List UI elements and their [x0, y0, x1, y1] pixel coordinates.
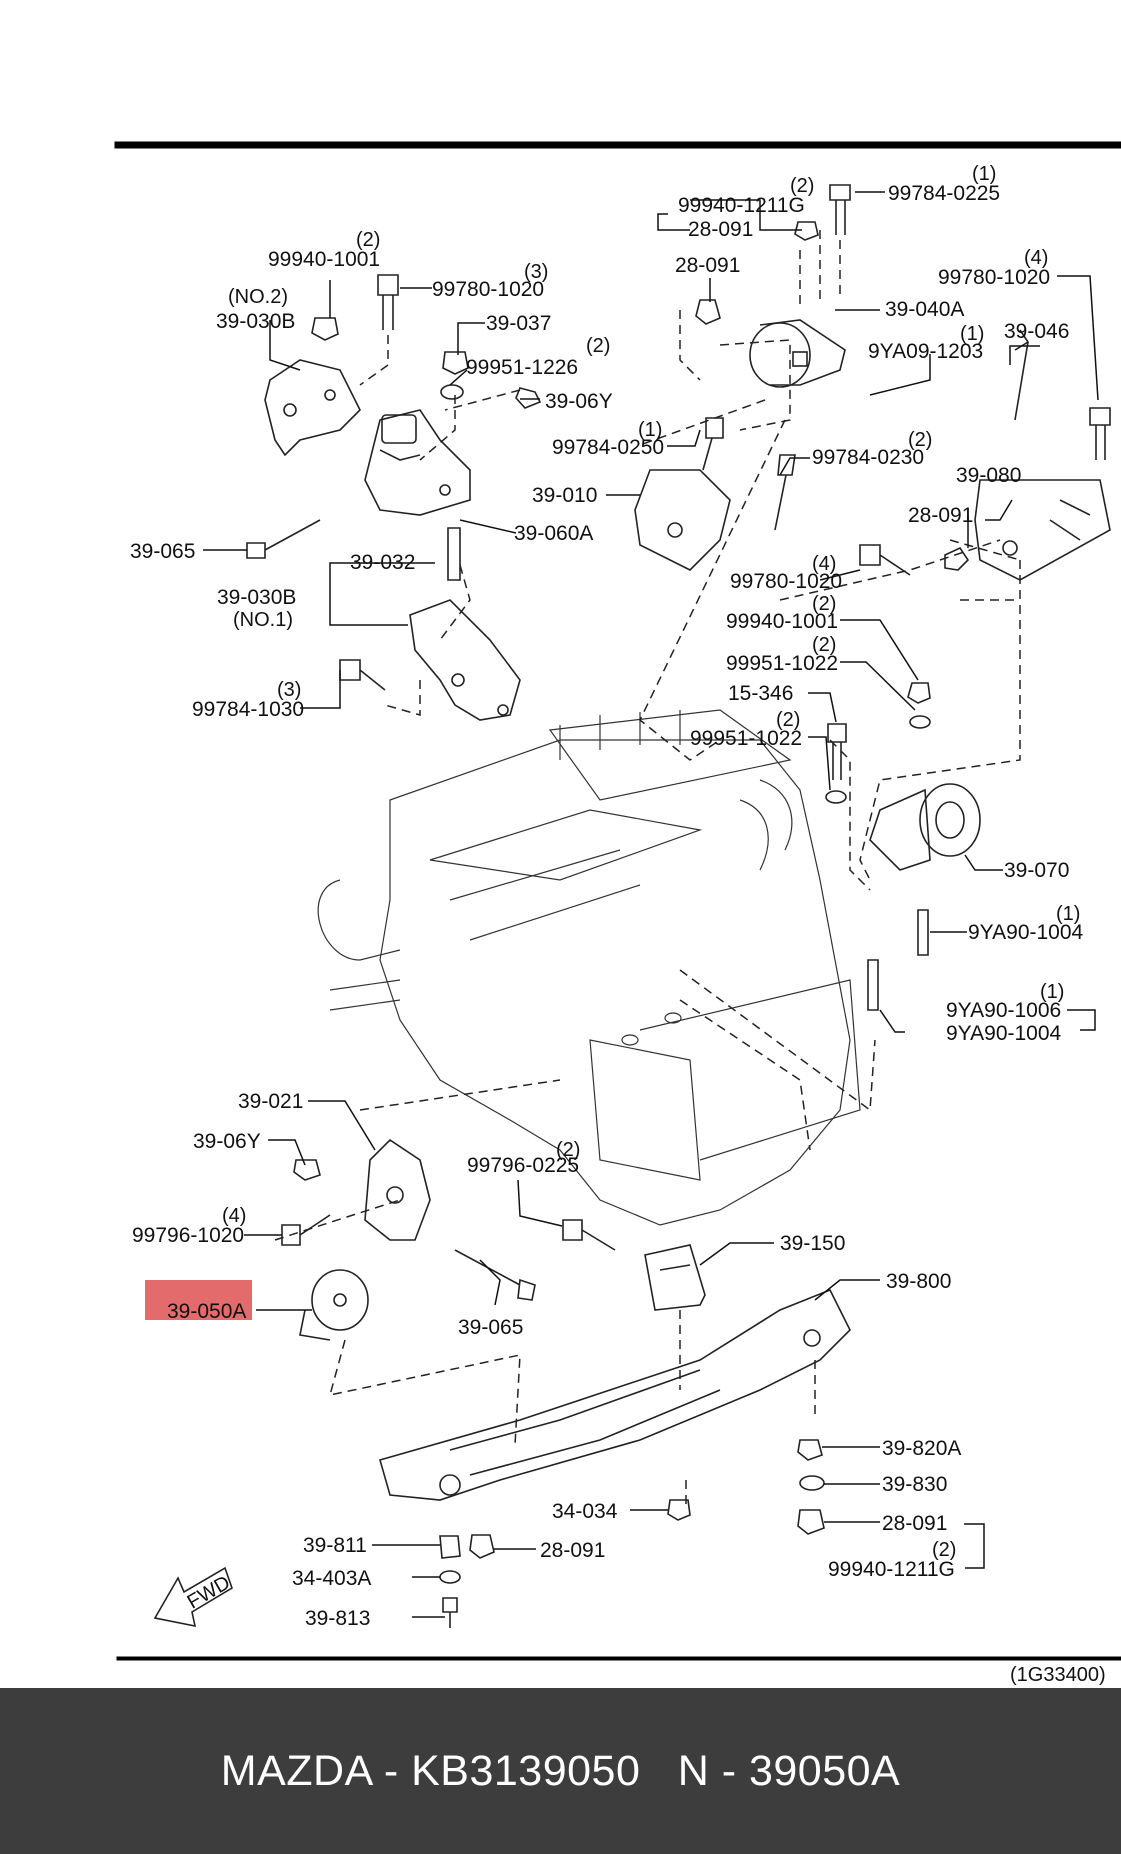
part-label: 39-065: [130, 540, 195, 563]
quantity-label: (2): [586, 335, 610, 357]
part-label: 34-034: [552, 1500, 618, 1523]
quantity-label: (1): [960, 323, 984, 345]
part-label: 99940-1211G: [678, 194, 805, 217]
part-label: 99951-1226: [466, 356, 578, 379]
bracket-39-150: [644, 1244, 706, 1311]
part-label: (NO.1): [233, 609, 293, 631]
part-label: 9YA90-1004: [946, 1022, 1062, 1045]
mount-39-080: [974, 479, 1111, 581]
part-label: 39-030B: [217, 586, 296, 609]
part-label: 34-403A: [292, 1567, 371, 1590]
part-label: 39-046: [1004, 320, 1069, 343]
part-label: 39-037: [486, 312, 551, 335]
part-label: 39-030B: [216, 310, 295, 333]
footer-banner: MAZDA - KB3139050 N - 39050A: [0, 1688, 1121, 1854]
leader-lines: [203, 191, 1099, 1618]
part-label: 28-091: [908, 504, 973, 527]
fasteners: [246, 184, 1111, 1628]
part-label: 39-150: [780, 1232, 845, 1255]
part-label: 39-06Y: [545, 390, 613, 413]
part-label: 39-800: [886, 1270, 951, 1293]
mount-39-010: [634, 469, 731, 571]
parts-diagram: FWD: [114, 141, 1121, 1686]
part-label: 99784-0230: [812, 446, 924, 469]
part-label: (NO.2): [228, 286, 288, 308]
part-number-caption: MAZDA - KB3139050 N - 39050A: [220, 1746, 901, 1795]
mount-39-040A: [749, 319, 846, 388]
part-label: 28-091: [540, 1539, 605, 1562]
bottom-rule: [116, 1656, 1121, 1661]
part-label: 39-060A: [514, 522, 593, 545]
part-label: 99780-1020: [432, 278, 544, 301]
part-label: 99780-1020: [938, 266, 1050, 289]
quantity-label: (2): [932, 1539, 956, 1561]
part-label: 39-021: [238, 1090, 303, 1113]
part-label: 28-091: [675, 254, 740, 277]
part-label: 99784-0250: [552, 436, 664, 459]
part-label: 39-830: [882, 1473, 947, 1496]
quantity-label: (1): [1040, 981, 1064, 1003]
part-label: 9YA09-1203: [868, 340, 983, 363]
part-label: 39-032: [350, 551, 415, 574]
mount-39-050A: [299, 1269, 369, 1341]
bracket-39-021: [364, 1138, 431, 1241]
assembly-dashed-lines: [274, 230, 1021, 1510]
engine-mount-39-060A: [364, 409, 471, 516]
quantity-label: (3): [277, 679, 301, 701]
part-label: 39-813: [305, 1607, 370, 1630]
part-label: 99784-1030: [192, 698, 304, 721]
quantity-labels: (2) (1) (4) (1) (2) (3) (2) (1) (2) (4) …: [222, 163, 1080, 1561]
part-label: 15-346: [728, 682, 793, 705]
quantity-label: (2): [556, 1139, 580, 1161]
bracket-39-030B-no2: [264, 359, 361, 457]
quantity-label: (2): [812, 593, 836, 615]
part-label: 39-811: [303, 1534, 367, 1557]
part-label: 99940-1211G: [828, 1558, 955, 1581]
part-label: 28-091: [882, 1512, 947, 1535]
engine-illustration: [317, 709, 861, 1226]
mount-39-070: [869, 783, 981, 871]
part-label: 9YA90-1006: [946, 999, 1061, 1022]
quantity-label: (4): [222, 1205, 246, 1227]
quantity-label: (1): [638, 419, 662, 441]
part-labels: 99940-1211G 28-091 99784-0225 28-091 39-…: [130, 182, 1084, 1630]
part-label: 99951-1022: [726, 652, 838, 675]
quantity-label: (2): [790, 175, 814, 197]
highlight-box: [145, 1280, 252, 1320]
quantity-label: (1): [1056, 903, 1080, 925]
part-label: 39-080: [956, 464, 1021, 487]
part-label: 9YA90-1004: [968, 921, 1084, 944]
part-label-highlighted[interactable]: 39-050A: [167, 1300, 246, 1323]
fwd-arrow-icon: FWD: [153, 1566, 234, 1628]
diagram-code: (1G33400): [1010, 1664, 1106, 1686]
top-rule: [114, 141, 1121, 149]
quantity-label: (2): [776, 709, 800, 731]
part-label: 99940-1001: [726, 610, 838, 633]
quantity-label: (2): [812, 634, 836, 656]
quantity-label: (4): [812, 553, 836, 575]
quantity-label: (1): [972, 163, 996, 185]
bracket-39-030B-no1: [409, 599, 521, 721]
part-label: 39-040A: [885, 298, 964, 321]
part-label: 39-06Y: [193, 1130, 261, 1153]
quantity-label: (4): [1024, 247, 1048, 269]
part-label: 99784-0225: [888, 182, 1000, 205]
part-label: 99796-0225: [467, 1154, 579, 1177]
part-label: 99940-1001: [268, 248, 380, 271]
part-label: 39-070: [1004, 859, 1069, 882]
part-label: 39-010: [532, 484, 597, 507]
quantity-label: (2): [908, 429, 932, 451]
quantity-label: (3): [524, 261, 548, 283]
part-label: 99780-1020: [730, 570, 842, 593]
part-label: 99796-1020: [132, 1224, 244, 1247]
crossmember-39-800: [379, 1288, 851, 1501]
part-label: 99951-1022: [690, 727, 802, 750]
part-label: 39-065: [458, 1316, 523, 1339]
part-label: 28-091: [688, 218, 753, 241]
part-label: 39-820A: [882, 1437, 961, 1460]
quantity-label: (2): [356, 229, 380, 251]
